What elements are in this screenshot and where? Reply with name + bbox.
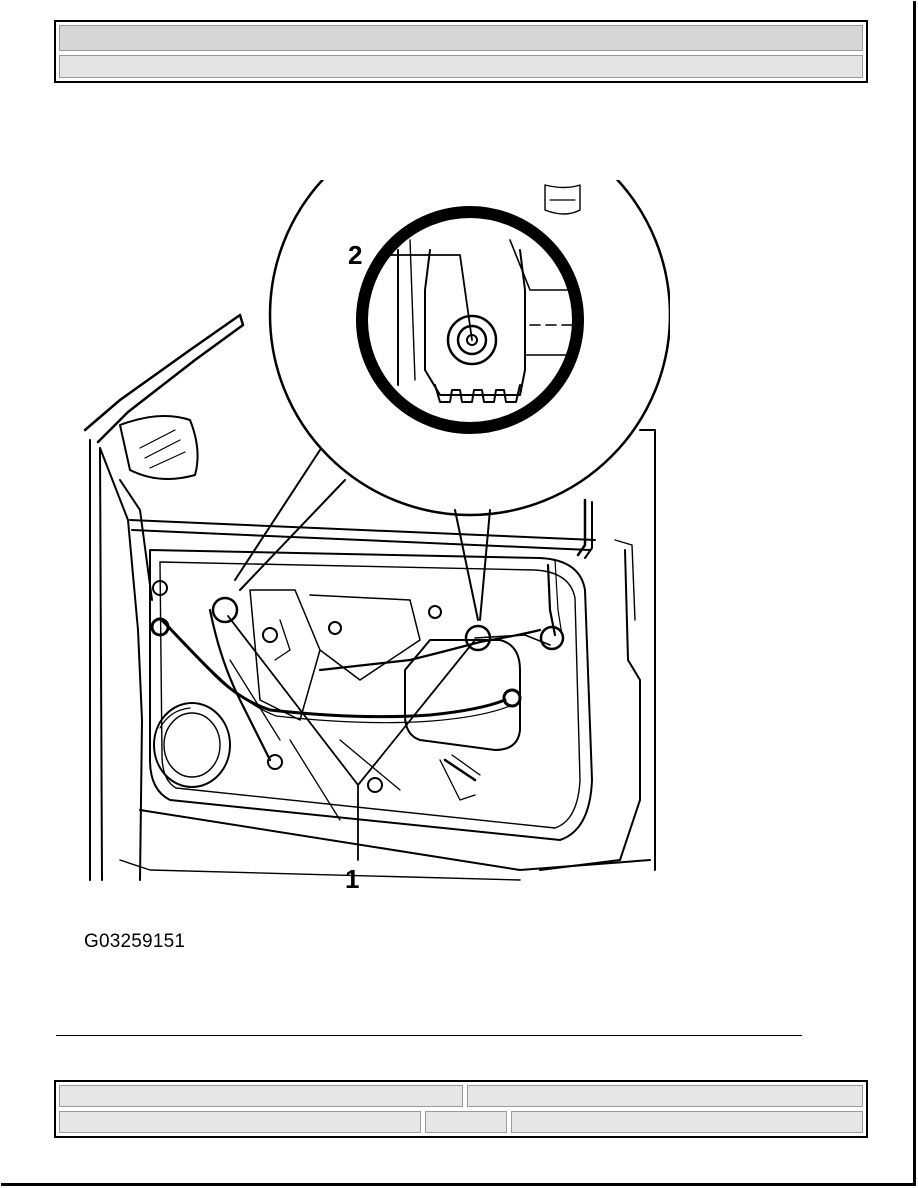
footer-table xyxy=(54,1080,868,1138)
header-row-2 xyxy=(59,55,863,78)
footer-cell-right-bottom xyxy=(511,1111,863,1133)
door-panel-illustration: 2 1 xyxy=(80,180,670,900)
section-divider xyxy=(56,1035,802,1036)
footer-cell-left-bottom xyxy=(59,1111,421,1133)
callout-2: 2 xyxy=(348,240,362,270)
footer-cell-middle-bottom xyxy=(425,1111,507,1133)
door-panel-drawing: 2 1 xyxy=(83,180,670,894)
callout-1: 1 xyxy=(345,864,359,894)
footer-cell-left-top xyxy=(59,1085,463,1107)
footer-cell-right-top xyxy=(467,1085,863,1107)
header-table xyxy=(54,20,868,83)
header-row-1 xyxy=(59,25,863,51)
figure-caption: G03259151 xyxy=(84,931,186,952)
